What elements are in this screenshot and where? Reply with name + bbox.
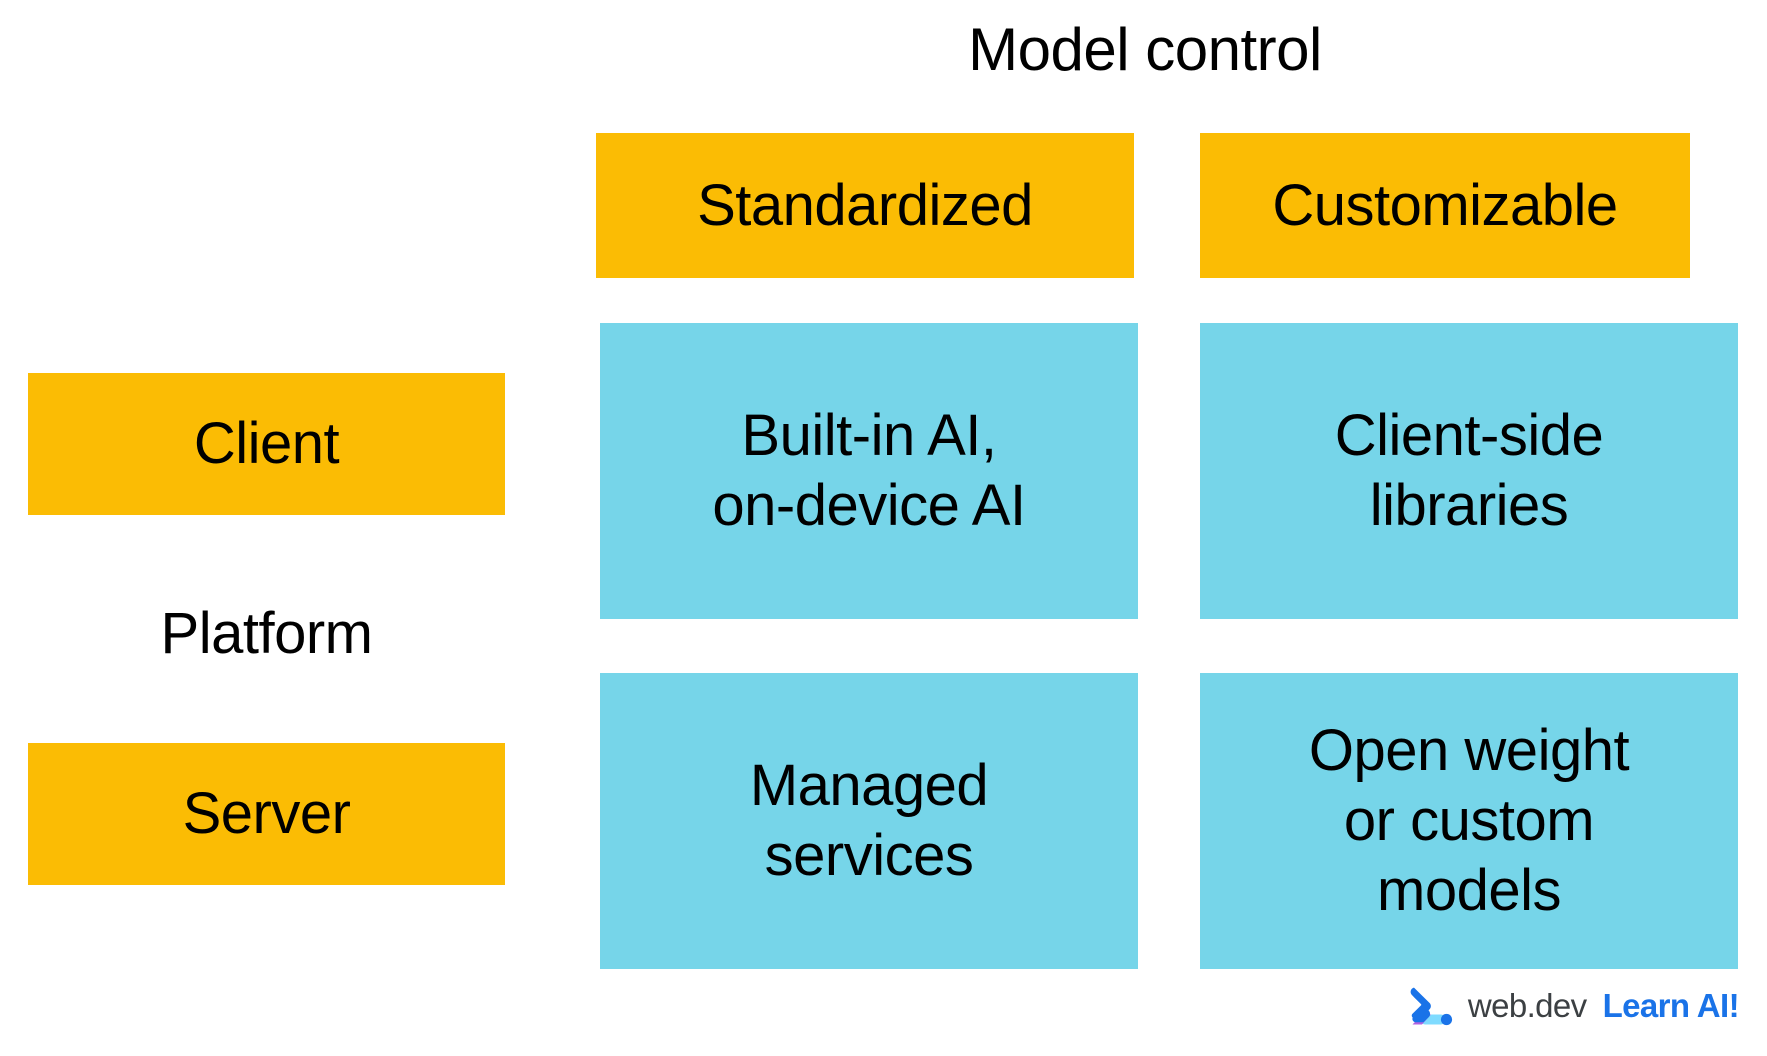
cell-client-standardized-text: Built-in AI, on-device AI xyxy=(712,403,1026,538)
row-header-server: Server xyxy=(28,743,505,885)
column-header-standardized: Standardized xyxy=(596,133,1134,278)
cell-server-customizable-text: Open weight or custom models xyxy=(1308,718,1630,923)
logo-tagline: Learn AI! xyxy=(1602,987,1740,1024)
cell-server-standardized: Managed services xyxy=(600,673,1138,969)
row-header-client-label: Client xyxy=(193,411,340,476)
row-header-server-label: Server xyxy=(182,781,351,846)
column-header-standardized-label: Standardized xyxy=(697,172,1033,238)
axis-label-platform: Platform xyxy=(160,600,373,666)
footer-branding: web.dev Learn AI! xyxy=(1408,984,1740,1028)
logo-wordmark: web.dev xyxy=(1467,987,1587,1024)
column-header-customizable: Customizable xyxy=(1200,133,1690,278)
cell-server-standardized-text: Managed services xyxy=(749,753,989,888)
column-header-customizable-label: Customizable xyxy=(1272,172,1618,238)
row-header-client: Client xyxy=(28,373,505,515)
page-title: Model control xyxy=(968,16,1322,83)
cell-server-customizable: Open weight or custom models xyxy=(1200,673,1738,969)
webdev-chevron-logo-icon xyxy=(1410,987,1452,1026)
cell-client-customizable-text: Client-side libraries xyxy=(1334,403,1604,538)
cell-client-customizable: Client-side libraries xyxy=(1200,323,1738,619)
cell-client-standardized: Built-in AI, on-device AI xyxy=(600,323,1138,619)
